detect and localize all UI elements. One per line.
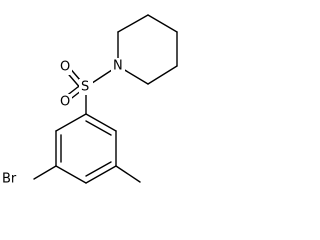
bond-ar3-methyl [115, 165, 141, 183]
atom-label-s1: S [81, 80, 89, 95]
molecule-canvas: O O S N Br [0, 14, 178, 187]
double-bond-inner-1 [85, 120, 112, 136]
bond-ar3-ar4 [85, 165, 117, 184]
double-bond-inner-2 [85, 161, 112, 177]
atom-label-n1: N [113, 59, 123, 74]
bond-c1-c2 [117, 14, 149, 33]
atom-label-br1: Br [2, 172, 17, 187]
bond-ar1-ar2 [85, 113, 117, 132]
s1-label-bg [79, 79, 93, 95]
atom-label-o2: O [60, 95, 70, 110]
o2-label-bg [58, 94, 72, 110]
piperidine-ring [117, 14, 178, 85]
atom-label-o1: O [60, 60, 70, 75]
bond-ar6-ar1 [55, 113, 87, 132]
benzene-ring [55, 113, 117, 184]
bond-ar4-ar5 [55, 165, 87, 184]
bond-c4-c5 [147, 65, 178, 85]
bond-ar5-br [33, 165, 57, 180]
structure-diagram: O O S N Br [0, 14, 178, 187]
substituents [33, 165, 141, 183]
br1-label-bg [0, 171, 26, 187]
n1-label-bg [111, 58, 125, 74]
o1-label-bg [58, 59, 72, 75]
bond-c2-c3 [147, 14, 178, 33]
